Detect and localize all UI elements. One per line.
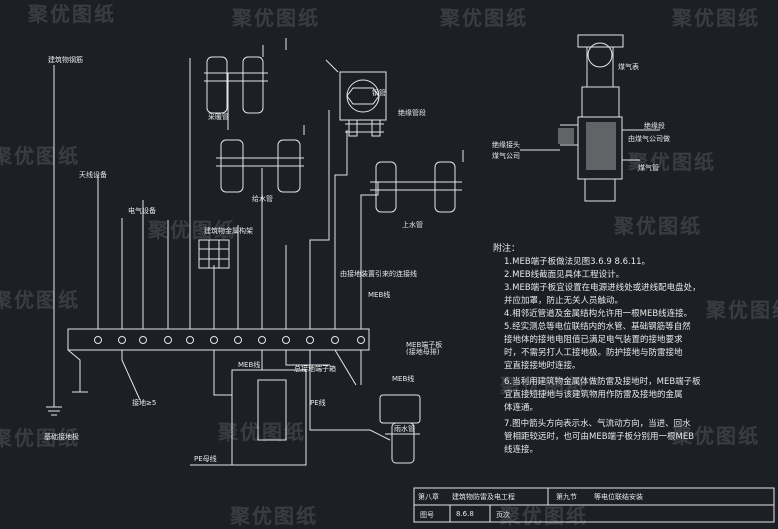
note-item: 6.当利用建筑物金属体做防雷及接地时，MEB端子板	[504, 377, 701, 387]
note-item: 宜直接接地时连接。	[504, 361, 581, 371]
title-block-subsection-label: 第九节	[556, 493, 577, 501]
note-item: 4.相邻近管道及金属结构允许用一根MEB线连接。	[504, 309, 693, 319]
label-grounding-count: 接地≥5	[132, 399, 157, 407]
label-heating-pipe: 采暖管	[208, 113, 229, 121]
label-right-insulation-joint: 绝缘接头	[492, 141, 520, 149]
label-meb-line-right: MEB线	[392, 375, 415, 383]
notes-title: 附注：	[493, 244, 521, 254]
label-meb-line-mid: MEB线	[238, 361, 261, 369]
note-item: 5.经实测总等电位联结内的水管、基础钢筋等自然	[504, 322, 691, 332]
title-block-figure-label: 图号	[420, 511, 434, 519]
title-block-section-title: 建筑物防雷及电工程	[452, 493, 515, 501]
note-item: 3.MEB端子板宜设置在电源进线处或进线配电盘处，	[504, 283, 701, 293]
note-item: 宜直接短捷地与该建筑物用作防雷及接地的金属	[504, 390, 683, 400]
label-steel-pipe: 钢管	[372, 89, 386, 97]
note-item: 管相距较远时，也可由MEB端子板分别用一根MEB	[504, 432, 695, 442]
label-right-gas-company: 由煤气公司做	[628, 135, 670, 143]
label-meb-line-top: MEB线	[368, 291, 391, 299]
label-antenna-equipment: 天线设备	[79, 171, 107, 179]
label-foundation-grounding: 基础接地极	[44, 433, 79, 441]
note-item: 7.图中箭头方向表示水、气流动方向，当进、回水	[504, 419, 691, 429]
label-low-voltage-grounding: 由接地装置引来的连接线	[340, 270, 417, 278]
label-meb-terminal-board: MEB端子板 (接地母排)	[406, 341, 443, 356]
note-item: 时，不需另打人工接地极。防护接地与防雷接地	[504, 348, 683, 358]
title-block-section-label: 第八章	[418, 493, 439, 501]
label-right-gas-meter: 煤气表	[618, 63, 639, 71]
label-building-metal-frame: 建筑物金属构架	[204, 227, 253, 235]
label-building-rebar: 建筑物钢筋	[48, 56, 83, 64]
title-block-page-label: 页次	[496, 511, 510, 519]
label-electrical-equipment: 电气设备	[128, 207, 156, 215]
label-pe-line: PE线	[310, 399, 326, 407]
label-right-insulation: 绝缘段	[644, 122, 665, 130]
note-item: 接地体的接地电阻值已满足电气装置的接地要求	[504, 335, 683, 345]
label-insulation-sections: 绝缘管段	[398, 109, 426, 117]
label-pe-bus: PE母线	[194, 455, 217, 463]
label-right-gas-co: 煤气公司	[492, 152, 520, 160]
label-water-pipe: 给水管	[252, 195, 273, 203]
title-block-figure-number: 8.6.8	[456, 510, 474, 518]
note-item: 体连通。	[504, 403, 539, 413]
title-block-subsection-title: 等电位联结安装	[594, 493, 643, 501]
label-water-pipe-2: 上水管	[402, 221, 423, 229]
note-item: 线连接。	[504, 445, 539, 455]
label-right-gas-pipe: 煤气管	[638, 164, 659, 172]
label-downpipe: 雨水管	[394, 425, 415, 433]
note-item: 1.MEB端子板做法见图3.6.9 8.6.11。	[504, 257, 651, 267]
note-item: 并应加罩，防止无关人员触动。	[504, 296, 624, 306]
label-conduit-box: 总接地端子箱	[294, 365, 336, 373]
note-item: 2.MEB线截面见具体工程设计。	[504, 270, 625, 280]
